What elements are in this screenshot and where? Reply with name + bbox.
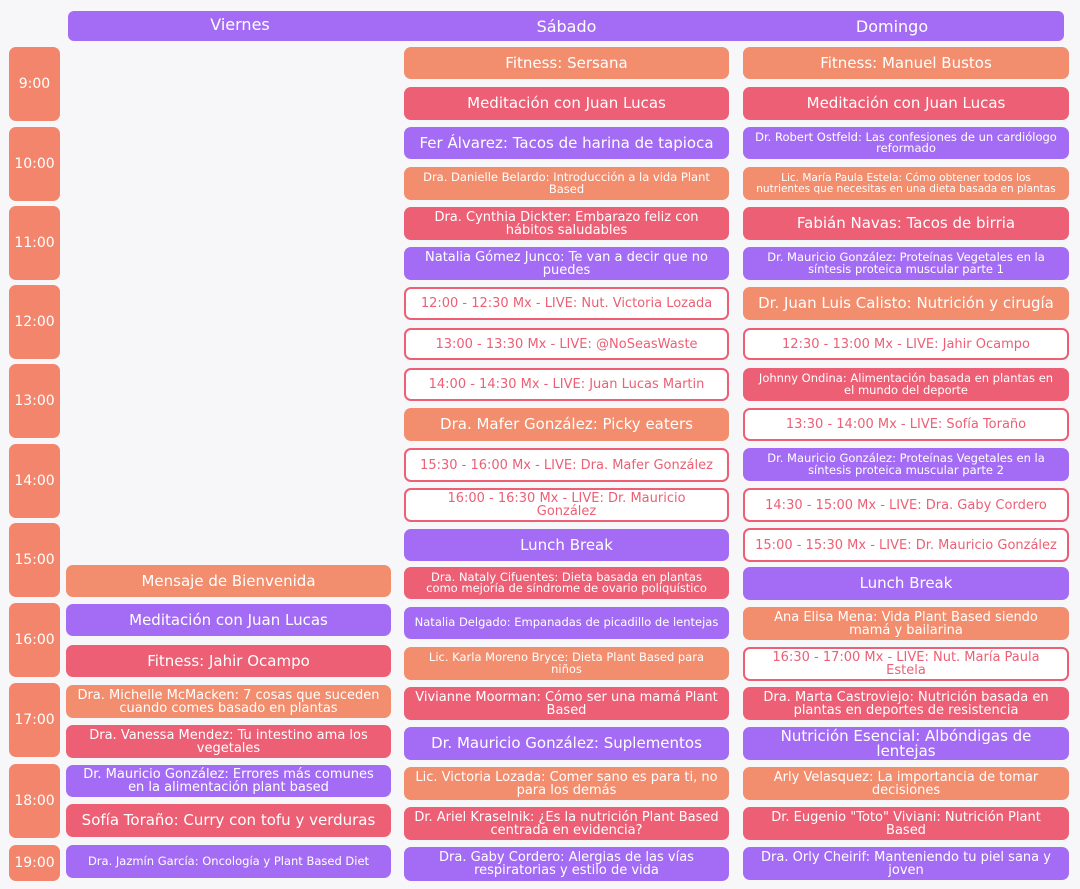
- session-domingo-johnny-ondina-alimentacion-basada-en-pla[interactable]: Johnny Ondina: Alimentación basada en pl…: [743, 368, 1069, 401]
- time-slot-18-00: 18:00: [9, 764, 60, 838]
- session-sabado-16-00-16-30-mx-live-dr-mauricio-gonzalez[interactable]: 16:00 - 16:30 Mx - LIVE: Dr. Mauricio Go…: [404, 488, 729, 522]
- time-slot-13-00: 13:00: [9, 364, 60, 438]
- day-header-bar: [68, 11, 1064, 41]
- session-domingo-dr-mauricio-gonzalez-proteinas-vegetales[interactable]: Dr. Mauricio González: Proteínas Vegetal…: [743, 247, 1069, 280]
- session-viernes-dra-michelle-mcmacken-7-cosas-que-sucede[interactable]: Dra. Michelle McMacken: 7 cosas que suce…: [66, 685, 391, 718]
- session-sabado-dr-ariel-kraselnik-es-la-nutricion-plant[interactable]: Dr. Ariel Kraselnik: ¿Es la nutrición Pl…: [404, 807, 729, 840]
- session-sabado-12-00-12-30-mx-live-nut-victoria-lozada[interactable]: 12:00 - 12:30 Mx - LIVE: Nut. Victoria L…: [404, 287, 729, 320]
- session-domingo-fitness-manuel-bustos[interactable]: Fitness: Manuel Bustos: [743, 47, 1069, 79]
- session-domingo-14-30-15-00-mx-live-dra-gaby-cordero[interactable]: 14:30 - 15:00 Mx - LIVE: Dra. Gaby Corde…: [743, 488, 1069, 522]
- session-domingo-lunch-break[interactable]: Lunch Break: [743, 567, 1069, 600]
- session-domingo-lic-maria-paula-estela-como-obtener-todo[interactable]: Lic. María Paula Estela: Cómo obtener to…: [743, 167, 1069, 200]
- session-sabado-dra-nataly-cifuentes-dieta-basada-en-pla[interactable]: Dra. Nataly Cifuentes: Dieta basada en p…: [404, 567, 729, 599]
- session-viernes-mensaje-de-bienvenida[interactable]: Mensaje de Bienvenida: [66, 565, 391, 597]
- session-sabado-lic-victoria-lozada-comer-sano-es-para-t[interactable]: Lic. Victoria Lozada: Comer sano es para…: [404, 767, 729, 800]
- session-viernes-dr-mauricio-gonzalez-errores-mas-comunes[interactable]: Dr. Mauricio González: Errores más comun…: [66, 765, 391, 797]
- session-sabado-natalia-gomez-junco-te-van-a-decir-que-n[interactable]: Natalia Gómez Junco: Te van a decir que …: [404, 247, 729, 280]
- session-viernes-meditacion-con-juan-lucas[interactable]: Meditación con Juan Lucas: [66, 604, 391, 636]
- session-viernes-dra-jazmin-garcia-oncologia-y-plant-base[interactable]: Dra. Jazmín García: Oncología y Plant Ba…: [66, 845, 391, 878]
- session-sabado-dra-mafer-gonzalez-picky-eaters[interactable]: Dra. Mafer González: Picky eaters: [404, 408, 729, 441]
- session-domingo-dr-juan-luis-calisto-nutricion-y-cirugia[interactable]: Dr. Juan Luis Calisto: Nutrición y cirug…: [743, 287, 1069, 320]
- session-viernes-fitness-jahir-ocampo[interactable]: Fitness: Jahir Ocampo: [66, 645, 391, 677]
- session-domingo-meditacion-con-juan-lucas[interactable]: Meditación con Juan Lucas: [743, 87, 1069, 120]
- session-sabado-dra-cynthia-dickter-embarazo-feliz-con-h[interactable]: Dra. Cynthia Dickter: Embarazo feliz con…: [404, 207, 729, 240]
- session-sabado-dra-danielle-belardo-introduccion-a-la-v[interactable]: Dra. Danielle Belardo: Introducción a la…: [404, 167, 729, 200]
- session-domingo-dr-eugenio-toto-viviani-nutricion-plant-[interactable]: Dr. Eugenio "Toto" Viviani: Nutrición Pl…: [743, 807, 1069, 840]
- session-domingo-16-30-17-00-mx-live-nut-maria-paula-este[interactable]: 16:30 - 17:00 Mx - LIVE: Nut. María Paul…: [743, 647, 1069, 681]
- time-slot-15-00: 15:00: [9, 523, 60, 597]
- session-viernes-dra-vanessa-mendez-tu-intestino-ama-los-[interactable]: Dra. Vanessa Mendez: Tu intestino ama lo…: [66, 725, 391, 758]
- session-domingo-dra-marta-castroviejo-nutricion-basada-e[interactable]: Dra. Marta Castroviejo: Nutrición basada…: [743, 687, 1069, 720]
- session-sabado-vivianne-moorman-como-ser-una-mama-plant[interactable]: Vivianne Moorman: Cómo ser una mamá Plan…: [404, 687, 729, 720]
- session-domingo-ana-elisa-mena-vida-plant-based-siendo-m[interactable]: Ana Elisa Mena: Vida Plant Based siendo …: [743, 607, 1069, 640]
- time-slot-19-00: 19:00: [9, 845, 60, 881]
- session-sabado-dra-gaby-cordero-alergias-de-las-vias-re[interactable]: Dra. Gaby Cordero: Alergias de las vías …: [404, 847, 729, 881]
- session-sabado-fitness-sersana[interactable]: Fitness: Sersana: [404, 47, 729, 79]
- day-header-domingo: Domingo: [855, 17, 929, 36]
- session-domingo-dr-robert-ostfeld-las-confesiones-de-un-[interactable]: Dr. Robert Ostfeld: Las confesiones de u…: [743, 127, 1069, 159]
- session-sabado-fer-alvarez-tacos-de-harina-de-tapioca[interactable]: Fer Álvarez: Tacos de harina de tapioca: [404, 127, 729, 159]
- session-domingo-12-30-13-00-mx-live-jahir-ocampo[interactable]: 12:30 - 13:00 Mx - LIVE: Jahir Ocampo: [743, 328, 1069, 360]
- session-sabado-lic-karla-moreno-bryce-dieta-plant-based[interactable]: Lic. Karla Moreno Bryce: Dieta Plant Bas…: [404, 647, 729, 680]
- session-sabado-natalia-delgado-empanadas-de-picadillo-d[interactable]: Natalia Delgado: Empanadas de picadillo …: [404, 607, 729, 639]
- time-slot-14-00: 14:00: [9, 444, 60, 518]
- day-header-sabado: Sábado: [536, 17, 597, 36]
- session-sabado-15-30-16-00-mx-live-dra-mafer-gonzalez[interactable]: 15:30 - 16:00 Mx - LIVE: Dra. Mafer Gonz…: [404, 448, 729, 482]
- session-sabado-meditacion-con-juan-lucas[interactable]: Meditación con Juan Lucas: [404, 87, 729, 120]
- time-slot-10-00: 10:00: [9, 127, 60, 201]
- session-sabado-dr-mauricio-gonzalez-suplementos[interactable]: Dr. Mauricio González: Suplementos: [404, 727, 729, 760]
- time-slot-9-00: 9:00: [9, 47, 60, 121]
- session-sabado-14-00-14-30-mx-live-juan-lucas-martin[interactable]: 14:00 - 14:30 Mx - LIVE: Juan Lucas Mart…: [404, 368, 729, 401]
- session-domingo-arly-velasquez-la-importancia-de-tomar-d[interactable]: Arly Velasquez: La importancia de tomar …: [743, 767, 1069, 800]
- session-domingo-dr-mauricio-gonzalez-proteinas-vegetales[interactable]: Dr. Mauricio González: Proteínas Vegetal…: [743, 448, 1069, 481]
- session-viernes-sofia-torano-curry-con-tofu-y-verduras[interactable]: Sofía Toraño: Curry con tofu y verduras: [66, 804, 391, 837]
- time-slot-11-00: 11:00: [9, 206, 60, 280]
- time-slot-17-00: 17:00: [9, 683, 60, 757]
- time-slot-16-00: 16:00: [9, 603, 60, 677]
- session-sabado-lunch-break[interactable]: Lunch Break: [404, 529, 729, 561]
- session-domingo-13-30-14-00-mx-live-sofia-torano[interactable]: 13:30 - 14:00 Mx - LIVE: Sofía Toraño: [743, 408, 1069, 441]
- session-domingo-15-00-15-30-mx-live-dr-mauricio-gonzalez[interactable]: 15:00 - 15:30 Mx - LIVE: Dr. Mauricio Go…: [743, 528, 1069, 562]
- day-header-viernes: Viernes: [210, 15, 270, 34]
- session-domingo-dra-orly-cheirif-manteniendo-tu-piel-san[interactable]: Dra. Orly Cheirif: Manteniendo tu piel s…: [743, 847, 1069, 880]
- session-sabado-13-00-13-30-mx-live-noseaswaste[interactable]: 13:00 - 13:30 Mx - LIVE: @NoSeasWaste: [404, 328, 729, 360]
- session-domingo-nutricion-esencial-albondigas-de-lenteja[interactable]: Nutrición Esencial: Albóndigas de lentej…: [743, 727, 1069, 760]
- session-domingo-fabian-navas-tacos-de-birria[interactable]: Fabián Navas: Tacos de birria: [743, 207, 1069, 240]
- time-slot-12-00: 12:00: [9, 285, 60, 359]
